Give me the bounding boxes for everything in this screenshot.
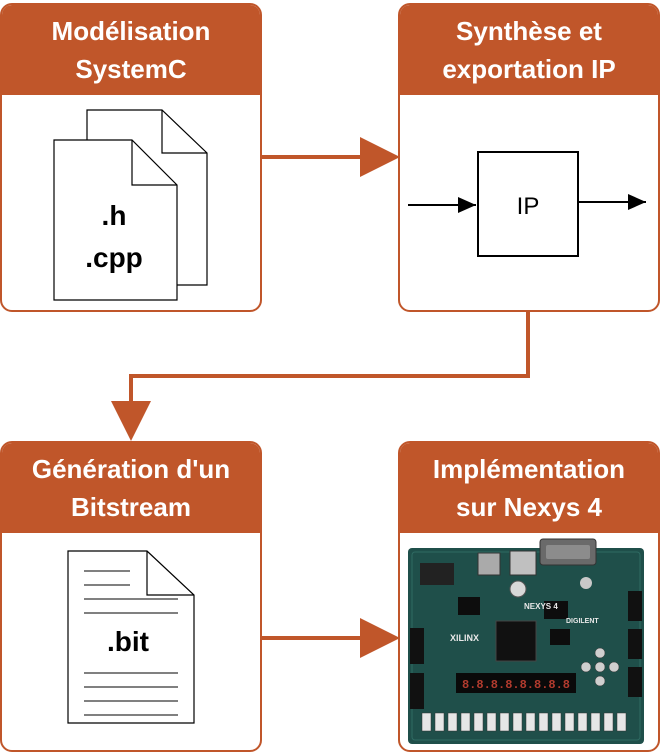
step-title-line1: Génération d'un bbox=[31, 454, 231, 484]
xilinx-logo: XILINX bbox=[450, 633, 479, 643]
power-jack bbox=[420, 563, 454, 585]
step-systemc-modeling: Modélisation SystemC .h .cpp bbox=[0, 3, 262, 312]
usb-port bbox=[477, 552, 501, 576]
step-body: .bit bbox=[2, 533, 260, 750]
document-icon bbox=[53, 139, 178, 301]
step-title-line2: sur Nexys 4 bbox=[456, 492, 602, 522]
step-title-line2: SystemC bbox=[75, 54, 187, 84]
step-header: Génération d'un Bitstream bbox=[2, 443, 260, 533]
document-icon bbox=[67, 550, 195, 724]
step-synthesis-export: Synthèse et exportation IP IP bbox=[398, 3, 660, 312]
step-title-line1: Modélisation bbox=[51, 16, 211, 46]
pmod-header bbox=[628, 629, 642, 659]
bitstream-file-icon: .bit bbox=[67, 550, 195, 724]
pmod-header bbox=[628, 591, 642, 621]
pmod-header bbox=[628, 667, 642, 697]
ip-block bbox=[477, 151, 579, 257]
ip-label: IP bbox=[517, 193, 540, 220]
file-ext-h: .h bbox=[102, 200, 127, 231]
pmod-header bbox=[410, 628, 424, 664]
file-ext-bit: .bit bbox=[107, 626, 149, 657]
step-bitstream-generation: Génération d'un Bitstream .bit bbox=[0, 441, 262, 752]
ip-block-diagram: IP bbox=[408, 151, 646, 257]
ethernet-port bbox=[509, 550, 537, 576]
file-ext-cpp: .cpp bbox=[85, 242, 143, 273]
slide-switches bbox=[421, 712, 627, 732]
seven-segment-text: 8.8.8.8.8.8.8.8 bbox=[462, 678, 570, 692]
text-lines bbox=[84, 570, 178, 716]
step-header: Implémentation sur Nexys 4 bbox=[400, 443, 658, 533]
push-buttons bbox=[580, 647, 620, 687]
arrow-2-to-3 bbox=[111, 312, 530, 441]
step-title-line1: Implémentation bbox=[432, 454, 626, 484]
step-header: Synthèse et exportation IP bbox=[400, 5, 658, 95]
step-header: Modélisation SystemC bbox=[2, 5, 260, 95]
source-files-icon: .h .cpp bbox=[53, 109, 208, 301]
pmod-header bbox=[410, 673, 424, 709]
seven-segment-display bbox=[456, 673, 576, 693]
board-model-label: NEXYS 4 bbox=[524, 602, 558, 611]
step-body: NEXYS 4 XILINX DIGILENT 8.8.8.8.8.8.8.8 bbox=[400, 533, 658, 750]
step-implementation-nexys4: Implémentation sur Nexys 4 bbox=[398, 441, 660, 752]
fpga-chip bbox=[495, 620, 537, 662]
step-title-line2: Bitstream bbox=[71, 492, 191, 522]
speaker bbox=[509, 580, 527, 598]
step-title-line1: Synthèse et bbox=[456, 16, 602, 46]
digilent-logo: DIGILENT bbox=[566, 618, 599, 625]
step-body: .h .cpp bbox=[2, 95, 260, 310]
step-title-line2: exportation IP bbox=[442, 54, 616, 84]
step-body: IP bbox=[400, 95, 658, 310]
fpga-board-image: NEXYS 4 XILINX DIGILENT 8.8.8.8.8.8.8.8 bbox=[408, 538, 644, 744]
